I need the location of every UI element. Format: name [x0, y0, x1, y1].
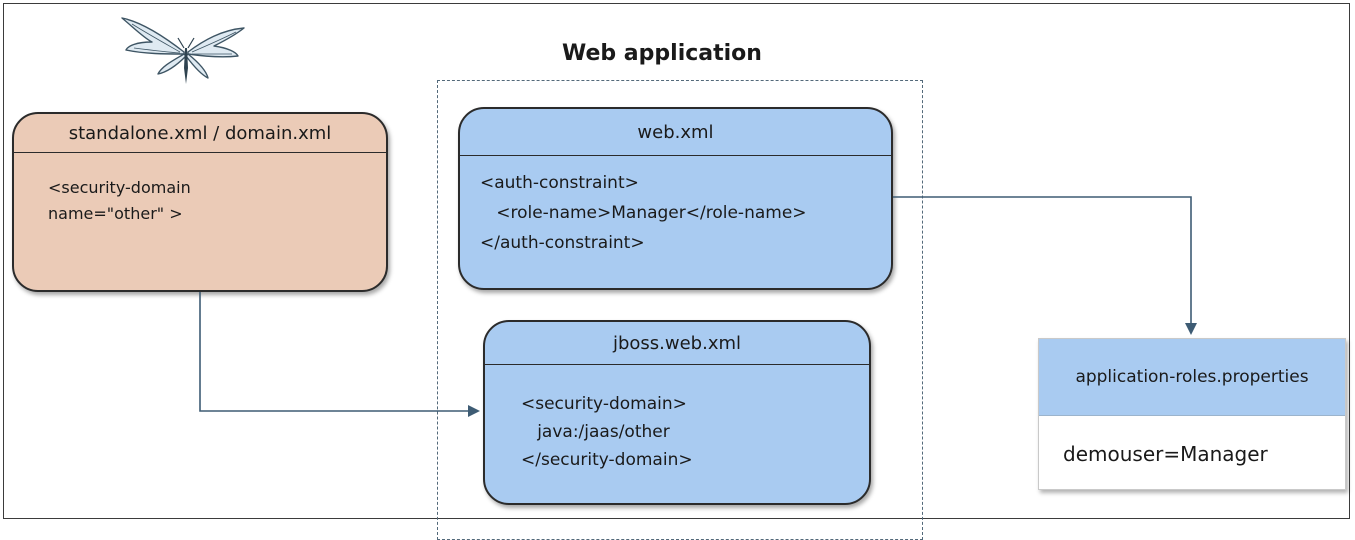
standalone-config-body: <security-domain name="other" > — [48, 178, 191, 223]
wildfly-logo-icon — [121, 17, 245, 84]
connectors — [199, 196, 1197, 417]
web-xml-node: web.xml <auth-constraint> <role-name>Man… — [458, 107, 893, 290]
application-roles-body: demouser=Manager — [1063, 442, 1268, 466]
web-xml-body: <auth-constraint> <role-name>Manager</ro… — [480, 173, 807, 253]
standalone-config-node: standalone.xml / domain.xml <security-do… — [12, 112, 388, 292]
standalone-to-jboss-connector — [199, 292, 480, 417]
jboss-web-xml-node: jboss.web.xml <security-domain> java:/ja… — [483, 320, 871, 505]
jboss-web-xml-title: jboss.web.xml — [485, 322, 869, 365]
webxml-to-approles-connector — [893, 196, 1197, 335]
standalone-config-title: standalone.xml / domain.xml — [14, 114, 386, 153]
webapp-title: Web application — [562, 41, 762, 66]
application-roles-title: application-roles.properties — [1039, 339, 1345, 416]
jboss-web-xml-body: <security-domain> java:/jaas/other </sec… — [521, 394, 693, 470]
web-xml-title: web.xml — [460, 109, 891, 156]
application-roles-node: application-roles.properties demouser=Ma… — [1038, 338, 1346, 490]
